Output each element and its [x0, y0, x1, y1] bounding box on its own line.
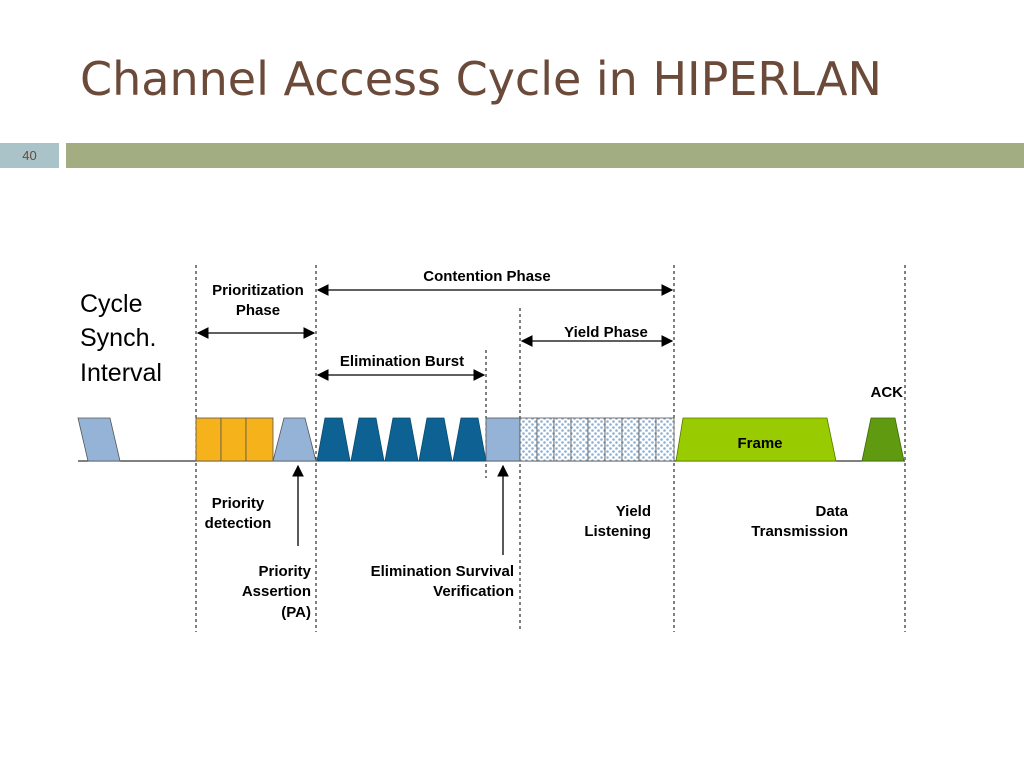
- priority-detection-label-line1: Priority: [212, 495, 265, 512]
- cycle-synch-slot: [77, 417, 121, 462]
- elimination-burst-pulse: [452, 417, 487, 462]
- elimination-burst-pulse: [384, 417, 419, 462]
- prioritization-phase-label-line1: Prioritization: [212, 282, 304, 299]
- priority-assertion-label-line1: Priority: [258, 563, 311, 580]
- priority-slot: [220, 417, 247, 462]
- priority-assertion-burst: [272, 417, 317, 462]
- ack-block: [861, 417, 905, 462]
- contention-phase-label: Contention Phase: [423, 268, 551, 285]
- yield-slot: [536, 417, 555, 462]
- survival-verification-slot: [485, 417, 521, 462]
- yield-listening-label-line1: Yield: [616, 503, 651, 520]
- frame-block: [675, 417, 837, 462]
- yield-slot: [587, 417, 606, 462]
- yield-slot: [621, 417, 640, 462]
- priority-slots: [195, 417, 274, 462]
- priority-detection-label-line2: detection: [205, 515, 272, 532]
- cycle-synch-label-line3: Interval: [80, 359, 162, 387]
- elimination-survival-label-line2: Verification: [433, 583, 514, 600]
- elimination-burst-pulse: [350, 417, 385, 462]
- cycle-synch-label-line1: Cycle: [80, 290, 143, 318]
- elimination-burst-pulse: [418, 417, 453, 462]
- title-rule: [66, 143, 1024, 168]
- elimination-bursts: [316, 417, 487, 462]
- data-transmission-label-line2: Transmission: [751, 523, 848, 540]
- yield-slot: [638, 417, 657, 462]
- yield-slots: [519, 417, 675, 462]
- priority-assertion-label-line2: Assertion: [242, 583, 311, 600]
- elimination-survival-label-line1: Elimination Survival: [371, 563, 514, 580]
- page-number-badge: 40: [0, 143, 59, 168]
- slide-title: Channel Access Cycle in HIPERLAN: [80, 52, 882, 106]
- elimination-burst-label: Elimination Burst: [340, 353, 464, 370]
- priority-slot: [195, 417, 222, 462]
- priority-slot: [245, 417, 274, 462]
- yield-slot: [553, 417, 572, 462]
- yield-slot: [570, 417, 589, 462]
- guide-lines: [195, 265, 906, 632]
- phase-arrows: [196, 284, 674, 555]
- prioritization-phase-label-line2: Phase: [236, 302, 280, 319]
- yield-listening-label-line2: Listening: [584, 523, 651, 540]
- yield-slot: [655, 417, 675, 462]
- elimination-burst-pulse: [316, 417, 351, 462]
- yield-slot: [604, 417, 623, 462]
- yield-phase-label: Yield Phase: [564, 324, 648, 341]
- ack-label: ACK: [871, 384, 904, 401]
- frame-label: Frame: [737, 435, 782, 452]
- data-transmission-label-line1: Data: [815, 503, 848, 520]
- cycle-synch-label-line2: Synch.: [80, 324, 156, 352]
- priority-assertion-label-line3: (PA): [281, 604, 311, 621]
- yield-slot: [519, 417, 538, 462]
